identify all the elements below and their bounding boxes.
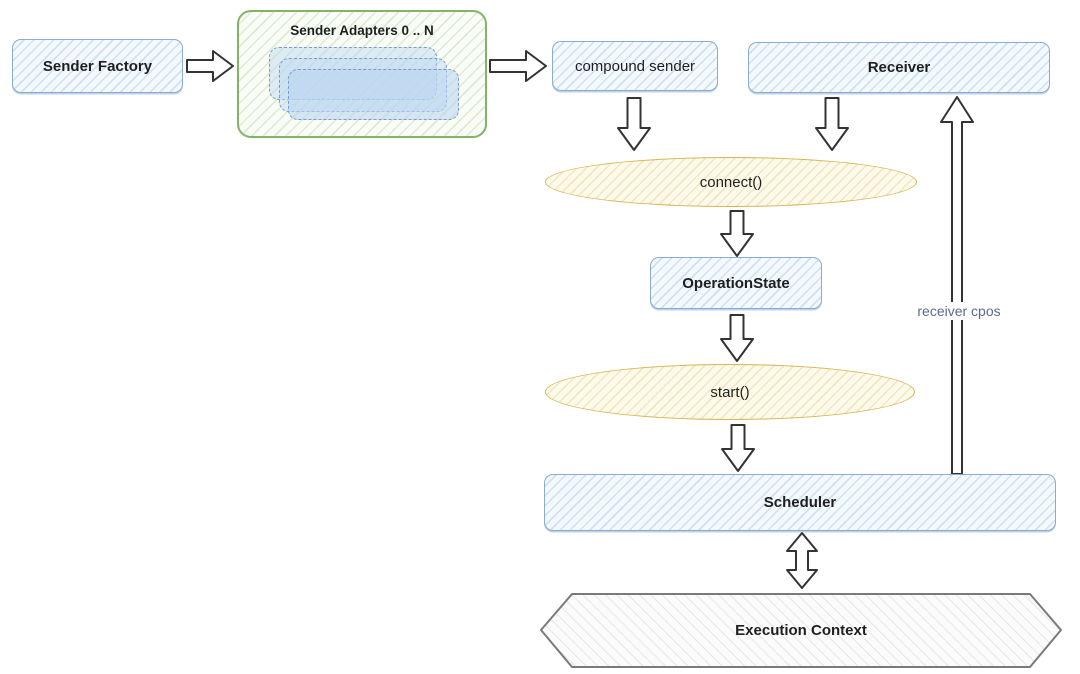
node-scheduler: Scheduler [544, 474, 1056, 531]
node-sender-factory: Sender Factory [12, 39, 183, 93]
edge-label-receiver-cpos: receiver cpos [912, 302, 1006, 320]
group-sender-adapters: Sender Adapters 0 .. N [237, 10, 487, 138]
node-receiver: Receiver [748, 42, 1050, 93]
node-operation-state-label: OperationState [682, 274, 790, 292]
node-compound-sender-label: compound sender [574, 57, 696, 75]
node-start: start() [545, 364, 915, 420]
node-connect: connect() [545, 157, 917, 207]
arrow-compound-sender-to-connect [617, 97, 651, 151]
node-sender-factory-label: Sender Factory [42, 57, 153, 75]
node-receiver-label: Receiver [867, 59, 931, 76]
sender-adapter-instance-front [288, 69, 459, 120]
arrow-adapters-to-compound-sender [489, 50, 547, 82]
arrow-factory-to-adapters [186, 50, 234, 82]
node-connect-label: connect() [699, 173, 763, 191]
arrow-connect-to-operationstate [720, 210, 754, 257]
group-sender-adapters-title: Sender Adapters 0 .. N [290, 23, 434, 38]
arrow-receiver-to-connect [815, 97, 849, 151]
node-start-label: start() [710, 383, 750, 401]
node-operation-state: OperationState [650, 257, 822, 309]
arrow-operationstate-to-start [720, 314, 754, 362]
arrow-start-to-scheduler [721, 424, 755, 472]
node-compound-sender: compound sender [552, 41, 718, 91]
arrow-scheduler-executioncontext-bidirectional [786, 532, 818, 589]
arrow-scheduler-to-receiver-cpos [940, 96, 974, 475]
node-execution-context: Execution Context [541, 594, 1061, 667]
node-execution-context-label: Execution Context [735, 622, 867, 639]
node-scheduler-label: Scheduler [763, 494, 837, 511]
